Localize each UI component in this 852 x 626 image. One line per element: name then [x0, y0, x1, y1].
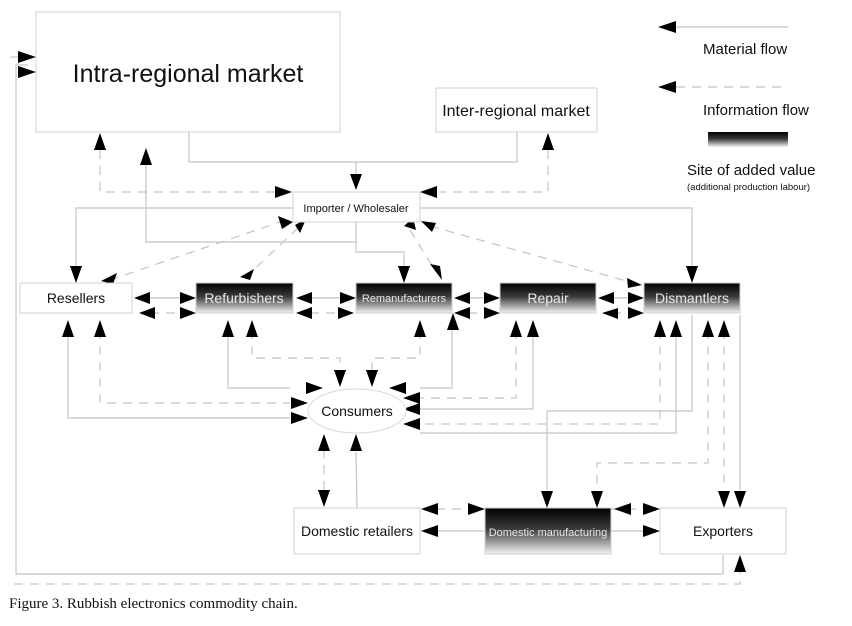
node-label: Importer / Wholesaler	[303, 203, 408, 215]
node-label: Dismantlers	[655, 290, 729, 306]
arrowheads	[18, 51, 746, 572]
node-remanufacturers: Remanufacturers	[355, 282, 453, 314]
material-flow-lines	[10, 56, 741, 575]
node-label: Refurbishers	[204, 290, 283, 306]
legend-value-site-label: Site of added value	[687, 162, 815, 179]
node-dismantlers: Dismantlers	[643, 282, 741, 314]
legend-value-site-swatch	[708, 132, 788, 147]
node-label: Repair	[527, 290, 569, 306]
node-label: Exporters	[693, 523, 753, 539]
node-intra-regional-market: Intra-regional market	[35, 11, 341, 133]
node-label: Intra-regional market	[73, 60, 304, 88]
node-label: Resellers	[47, 290, 105, 306]
node-domestic-manufacturing: Domestic manufacturing	[484, 507, 612, 555]
node-label: Remanufacturers	[362, 293, 447, 305]
legend-material-arrow	[658, 21, 676, 33]
legend-information-arrow	[658, 81, 676, 93]
legend-value-site-note: (additional production labour)	[687, 182, 810, 193]
node-label: Consumers	[321, 403, 393, 419]
node-importer-wholesaler: Importer / Wholesaler	[292, 191, 421, 223]
legend-information-label: Information flow	[703, 102, 809, 119]
node-label: Domestic retailers	[301, 523, 413, 539]
legend: Material flow Information flow Site of a…	[658, 21, 815, 193]
figure-caption: Figure 3. Rubbish electronics commodity …	[9, 596, 298, 612]
node-inter-regional-market: Inter-regional market	[435, 87, 598, 133]
node-consumers: Consumers	[307, 388, 407, 434]
node-domestic-retailers: Domestic retailers	[293, 507, 421, 555]
node-label: Domestic manufacturing	[489, 527, 608, 539]
node-label: Inter-regional market	[442, 103, 590, 120]
node-exporters: Exporters	[659, 507, 787, 555]
node-repair: Repair	[499, 282, 597, 314]
legend-material-label: Material flow	[703, 41, 787, 58]
node-refurbishers: Refurbishers	[195, 282, 294, 314]
node-resellers: Resellers	[19, 282, 133, 314]
